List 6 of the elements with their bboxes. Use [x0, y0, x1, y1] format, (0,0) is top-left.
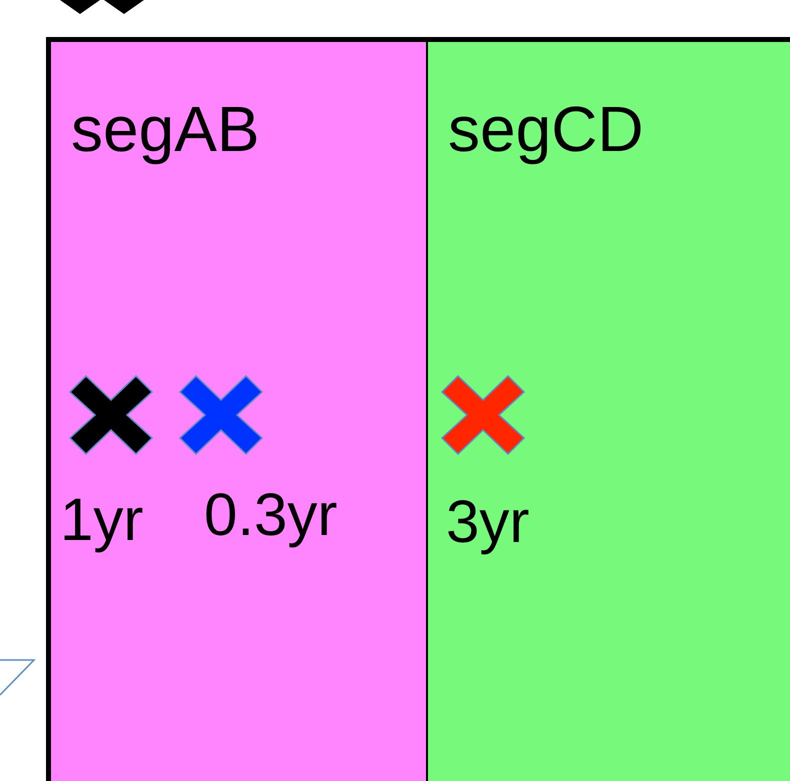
segment-band [426, 42, 790, 781]
duration-label: 3yr [446, 492, 530, 552]
duration-label: 1yr [60, 490, 144, 550]
duration-label: 0.3yr [204, 485, 338, 545]
segment-band [51, 42, 426, 781]
frame-box [46, 37, 790, 781]
